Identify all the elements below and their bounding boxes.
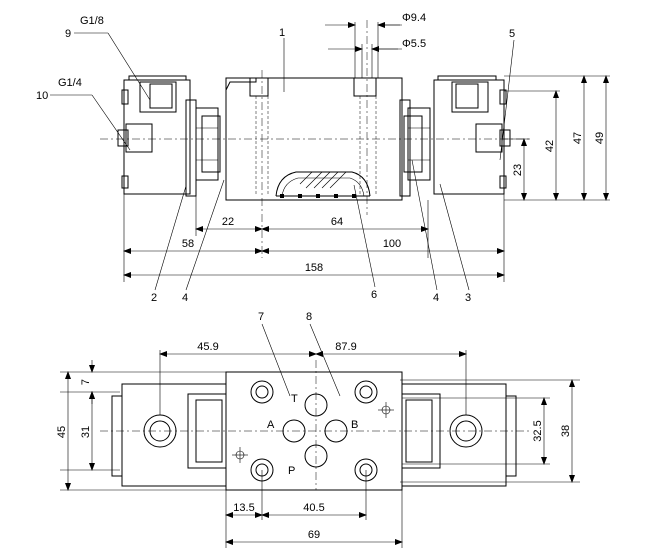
callout-4-left: 4 bbox=[182, 292, 188, 304]
bottom-right-dims: 32.5 38 bbox=[400, 379, 580, 483]
bolt-hole-tl bbox=[250, 380, 274, 404]
callout-9: 9 bbox=[65, 28, 71, 40]
callout-1: 1 bbox=[279, 27, 285, 39]
callout-10: 10 bbox=[36, 90, 48, 102]
dim-64: 64 bbox=[331, 216, 343, 228]
dim-phi-5-5: Φ5.5 bbox=[402, 38, 426, 50]
bottom-callouts: 7 8 bbox=[258, 311, 341, 397]
left-solenoid bbox=[117, 75, 197, 197]
callout-8: 8 bbox=[306, 311, 312, 323]
top-callouts: 9 G1/8 10 G1/4 1 5 2 4 6 4 3 bbox=[36, 15, 515, 304]
top-view: Φ9.4 Φ5.5 23 42 47 49 bbox=[36, 12, 610, 304]
bolt-hole-tr bbox=[354, 380, 378, 404]
dim-42: 42 bbox=[544, 140, 556, 152]
dim-100: 100 bbox=[383, 238, 401, 250]
callout-6: 6 bbox=[371, 289, 377, 301]
dim-23: 23 bbox=[512, 164, 524, 176]
dim-32-5: 32.5 bbox=[532, 420, 544, 441]
bottom-bottom-dims: 13.5 40.5 69 bbox=[225, 470, 403, 548]
width-dims: 22 64 58 100 158 bbox=[123, 180, 505, 282]
dim-45: 45 bbox=[56, 426, 68, 438]
port-label-a: A bbox=[267, 419, 275, 431]
callout-7: 7 bbox=[258, 311, 264, 323]
callout-3: 3 bbox=[465, 292, 471, 304]
right-solenoid bbox=[433, 75, 511, 195]
dim-13-5: 13.5 bbox=[233, 502, 254, 514]
mounting-face bbox=[225, 371, 403, 491]
bottom-left-solenoid bbox=[121, 383, 227, 487]
dim-45-9: 45.9 bbox=[197, 341, 218, 353]
port-label-g1-8: G1/8 bbox=[80, 15, 104, 27]
left-nut bbox=[195, 107, 221, 181]
dim-38: 38 bbox=[560, 425, 572, 437]
bottom-top-dims: 45.9 87.9 bbox=[159, 341, 467, 415]
bottom-left-dims: 7 31 45 bbox=[56, 360, 226, 491]
right-nut bbox=[399, 99, 431, 197]
dim-47: 47 bbox=[572, 132, 584, 144]
port-label-b: B bbox=[351, 419, 358, 431]
dim-158: 158 bbox=[305, 262, 323, 274]
dim-40-5: 40.5 bbox=[303, 502, 324, 514]
callout-5: 5 bbox=[509, 28, 515, 40]
callout-2: 2 bbox=[151, 292, 157, 304]
diameter-dims: Φ9.4 Φ5.5 bbox=[325, 12, 426, 78]
bottom-view: T A B P 45.9 87.9 7 31 45 bbox=[56, 311, 580, 548]
dim-69: 69 bbox=[308, 529, 320, 541]
callout-4-right: 4 bbox=[433, 292, 439, 304]
dim-87-9: 87.9 bbox=[335, 341, 356, 353]
port-label-g1-4: G1/4 bbox=[58, 77, 82, 89]
valve-body bbox=[225, 77, 403, 201]
dim-31: 31 bbox=[80, 426, 92, 438]
dim-58: 58 bbox=[182, 238, 194, 250]
dim-7: 7 bbox=[80, 379, 92, 385]
height-dims: 23 42 47 49 bbox=[502, 75, 610, 201]
port-label-p: P bbox=[288, 465, 295, 477]
port-label-t: T bbox=[291, 393, 298, 405]
dim-22: 22 bbox=[222, 216, 234, 228]
bottom-right-solenoid bbox=[401, 383, 507, 487]
dim-49: 49 bbox=[594, 132, 606, 144]
dim-phi-9-4: Φ9.4 bbox=[402, 12, 426, 24]
